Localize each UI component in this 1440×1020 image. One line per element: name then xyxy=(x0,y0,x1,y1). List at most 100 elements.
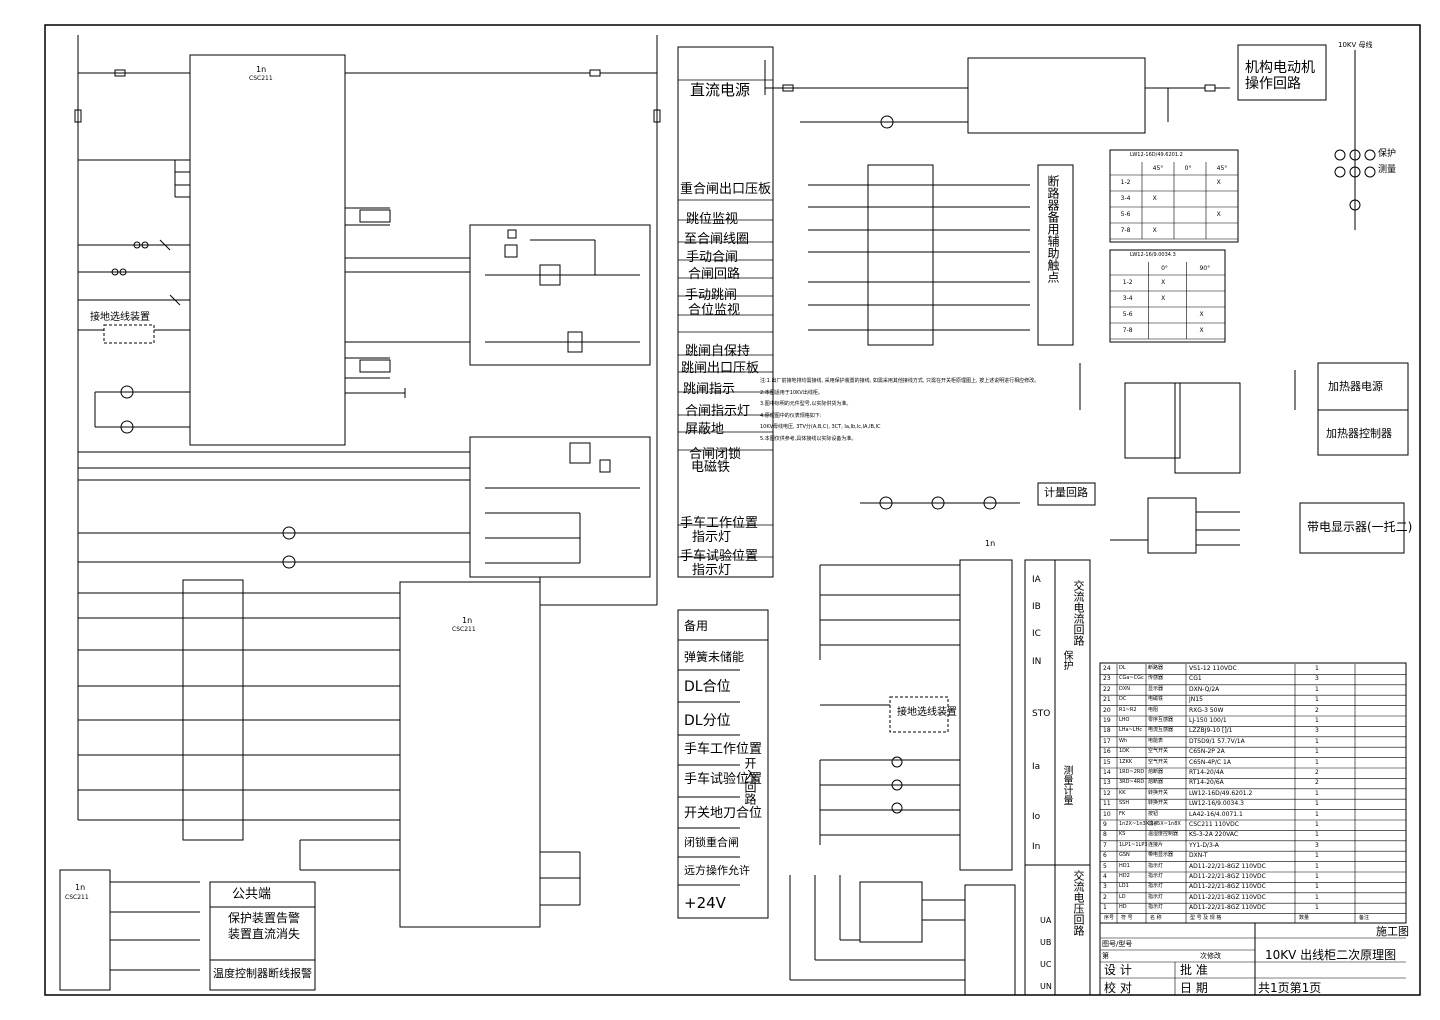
note-line: 10KV母线电压, 3TV分(A,B,C), 3CT, Ia,Ib,Ic,IA,… xyxy=(760,424,881,430)
ac-voltage-label: 交流电压回路 xyxy=(1072,870,1085,936)
current-row-label: STO xyxy=(1032,709,1051,719)
bom-symbol: 1LP1~1LP3 xyxy=(1119,841,1148,848)
bom-name: 温湿度控制器 xyxy=(1148,831,1179,838)
model-no-label: 图号/型号 xyxy=(1102,940,1133,948)
switch-table-cell: 1-2 xyxy=(1120,179,1131,186)
switch-table-cell: X xyxy=(1161,279,1166,286)
voltage-row-label: UC xyxy=(1040,960,1052,969)
bom-header: 名 称 xyxy=(1150,914,1162,921)
bom-index: 16 xyxy=(1103,748,1111,756)
aux-contacts-label: 断路器备用辅助触点 xyxy=(1046,175,1060,283)
bom-symbol: LD1 xyxy=(1119,883,1129,890)
function-item: 合闸指示灯 xyxy=(685,404,751,419)
current-row-label: In xyxy=(1032,842,1041,852)
function-item: 手动合闸 xyxy=(686,250,739,265)
bom-index: 1 xyxy=(1103,904,1107,912)
signal-item: DL分位 xyxy=(684,713,731,729)
note-line: 4.原理图中的仪表规格如下: xyxy=(760,412,822,419)
current-row-label: IN xyxy=(1032,657,1042,667)
function-item: 指示灯 xyxy=(692,530,732,545)
bom-symbol: DXN xyxy=(1119,685,1131,692)
design-label: 设 计 xyxy=(1104,963,1132,977)
bom-spec: LW12-16D/49.6201.2 xyxy=(1189,789,1253,797)
bom-index: 6 xyxy=(1103,852,1107,860)
drawing-title: 10KV 出线柜二次原理图 xyxy=(1265,948,1397,962)
sheet-count: 共1页第1页 xyxy=(1258,981,1322,995)
bom-spec: YY1-D/3-A xyxy=(1189,841,1219,849)
dc-loss-label: 装置直流消失 xyxy=(228,927,301,941)
current-row-label: IA xyxy=(1032,575,1041,585)
bom-qty: 1 xyxy=(1315,904,1319,912)
bom-spec: AD11-22/21-8GZ 110VDC xyxy=(1189,893,1266,901)
bom-qty: 1 xyxy=(1315,873,1319,880)
approve-label: 批 准 xyxy=(1180,963,1208,977)
bom-spec: LZZBJ9-10 []/1 xyxy=(1189,727,1233,735)
ac-current-protect-label: 保护 xyxy=(1061,650,1072,670)
bom-header: 型 号 及 规 格 xyxy=(1190,914,1222,921)
function-column-box xyxy=(677,46,774,578)
bom-header: 备注 xyxy=(1359,914,1370,921)
bom-spec: LA42-16/4.0071.1 xyxy=(1189,810,1243,818)
ac-current-meter-label: 测量计量 xyxy=(1061,765,1072,805)
bom-index: 2 xyxy=(1103,893,1107,901)
current-row-label: IB xyxy=(1032,602,1041,612)
relay-name-3: 1n xyxy=(985,539,996,548)
signal-item: 弹簧未储能 xyxy=(684,650,745,664)
bom-symbol: LHO xyxy=(1119,717,1130,723)
bom-symbol: GSN xyxy=(1119,852,1130,859)
bom-spec: AD11-22/21-8GZ 110VDC xyxy=(1189,873,1266,880)
current-row-label: Ia xyxy=(1032,762,1041,772)
switch-table-cell: 3-4 xyxy=(1120,195,1131,202)
heater-ctrl-label: 加热器控制器 xyxy=(1326,427,1392,440)
switch-table-cell: 7-8 xyxy=(1122,327,1133,334)
bom-index: 4 xyxy=(1103,873,1107,880)
relay-model-4: CSC211 xyxy=(65,894,89,901)
switch-table-header: 0° xyxy=(1184,165,1192,172)
switch-table-cell: 5-6 xyxy=(1122,311,1133,318)
bom-name: 指示灯 xyxy=(1148,893,1164,900)
bom-spec: VS1-12 110VDC xyxy=(1189,665,1237,672)
function-item: 跳闸指示 xyxy=(683,382,736,397)
function-item: 指示灯 xyxy=(692,563,732,578)
switch-table-cell: X xyxy=(1152,227,1157,234)
revision-label: 第 xyxy=(1102,952,1109,960)
function-item: 手车工作位置 xyxy=(680,516,759,531)
note-line: 2.本图适用于10KV出线柜。 xyxy=(760,389,823,396)
bom-name: 传感器 xyxy=(1148,675,1164,682)
bom-index: 9 xyxy=(1103,821,1107,828)
signal-item: 远方操作允许 xyxy=(684,864,750,877)
function-item: 直流电源 xyxy=(690,81,751,99)
bom-symbol: FK xyxy=(1119,810,1126,817)
date-label: 日 期 xyxy=(1180,981,1208,995)
voltage-row-label: UN xyxy=(1040,982,1052,991)
bom-name: 零序互感器 xyxy=(1148,717,1174,723)
bom-qty: 3 xyxy=(1315,675,1319,683)
signal-item: 闭锁重合闸 xyxy=(684,836,739,849)
signal-side-label: 开入回路 xyxy=(743,757,757,805)
bom-name: 端子 xyxy=(1148,821,1159,827)
switch-table-cell: 1-2 xyxy=(1122,279,1133,286)
bom-symbol: HD xyxy=(1119,904,1127,911)
bom-index: 22 xyxy=(1103,685,1111,693)
outer-frame xyxy=(44,24,1421,996)
ground-select-label: 接地选线装置 xyxy=(90,312,150,323)
bom-spec: RXG-3 50W xyxy=(1189,706,1224,714)
bom-name: 断路器 xyxy=(1148,665,1164,671)
bom-name: 熔断器 xyxy=(1148,779,1164,786)
bom-symbol: 1DK xyxy=(1119,748,1130,755)
relay-name: 1n xyxy=(256,65,267,74)
bom-spec: DXN-T xyxy=(1189,852,1208,860)
voltage-row-label: UA xyxy=(1040,916,1052,925)
bom-qty: 1 xyxy=(1315,665,1319,672)
bom-name: 指示灯 xyxy=(1148,873,1164,879)
function-item: 跳闸出口压板 xyxy=(681,361,760,376)
bom-symbol: CGa~CGc xyxy=(1119,675,1144,682)
bom-name: 指示灯 xyxy=(1148,862,1164,869)
note-line: 3.图中标明的元件型号,以实际供货为准。 xyxy=(760,401,852,407)
note-line: 注:1.出厂前接地排均需接线, 采用保护装置的接线, 如需采用其他接线方式, 只… xyxy=(760,378,1040,384)
bom-symbol: LHa~LHc xyxy=(1119,727,1143,734)
current-row-label: Io xyxy=(1032,812,1041,822)
bom-symbol: HD2 xyxy=(1119,873,1130,879)
bom-name: 显示器 xyxy=(1148,685,1164,692)
